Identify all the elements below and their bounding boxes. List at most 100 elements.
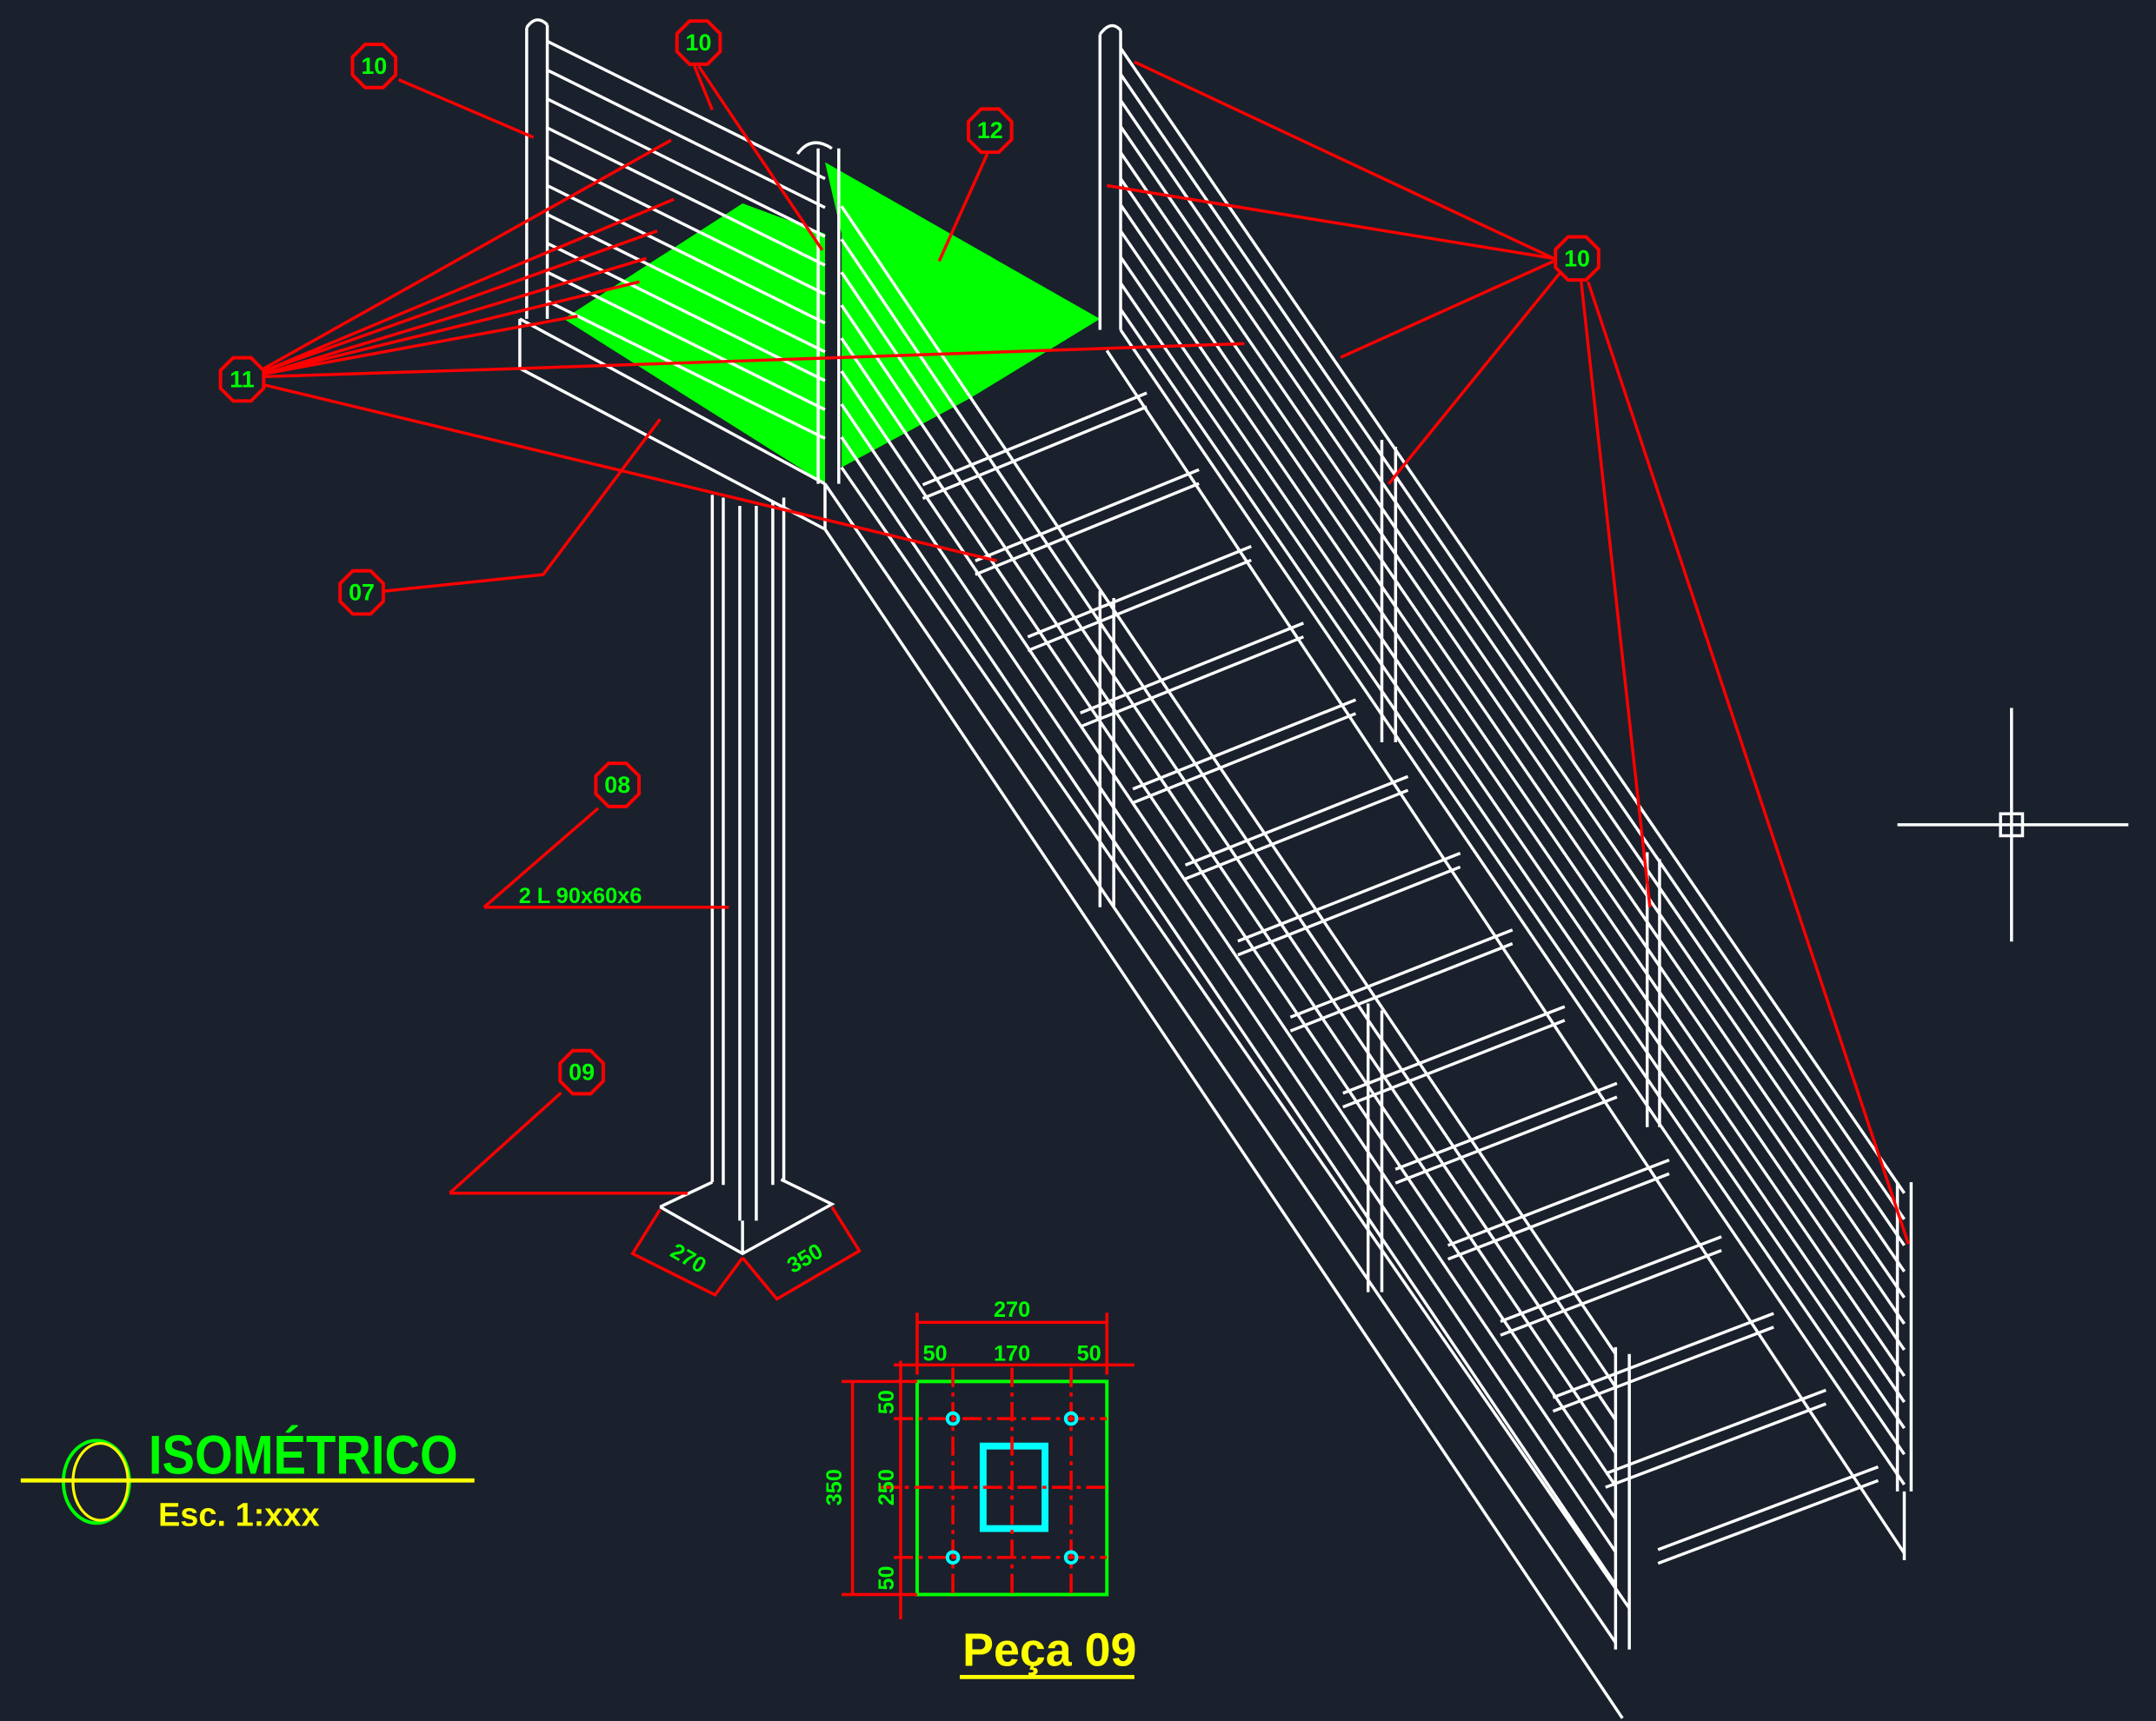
landing-post <box>795 141 841 484</box>
stair-tread <box>1184 774 1409 867</box>
right-side-rail <box>1119 256 1906 1404</box>
plate-height-total: 350 <box>822 1469 847 1505</box>
left-rail-bar <box>546 270 826 411</box>
callout-bubble <box>594 761 642 808</box>
stair-tread-edge <box>1657 1478 1880 1565</box>
landing-hatch-right <box>825 162 1101 468</box>
left-stringer <box>823 528 1624 1719</box>
right-stringer <box>1105 349 1906 1555</box>
callout-number: 12 <box>977 117 1003 143</box>
stair-tread-edge <box>975 482 1200 576</box>
drawing-title: ISOMÉTRICO <box>149 1425 458 1485</box>
plate-width-b: 170 <box>994 1342 1030 1366</box>
stair-tread <box>1237 852 1461 943</box>
stair-tread <box>1605 1388 1827 1475</box>
stair-tread <box>1027 545 1252 639</box>
stair-tread-edge <box>1184 788 1409 880</box>
left-stringer-inner <box>840 466 1631 1610</box>
callout-number: 08 <box>604 772 630 798</box>
plate-width-c: 50 <box>1077 1342 1101 1366</box>
plate-detail: 270 50 170 50 350 50 250 50 <box>822 1298 1135 1619</box>
stair-tread-edge <box>922 405 1148 501</box>
plate-width-a: 50 <box>922 1342 947 1366</box>
left-rail-bar <box>546 299 826 441</box>
stair-tread-edge <box>1605 1402 1827 1489</box>
right-side-rail <box>1119 203 1906 1351</box>
left-rail-bar <box>546 39 826 181</box>
right-side-rail <box>1119 177 1906 1325</box>
left-side-rail <box>840 304 1617 1454</box>
left-rail-bar <box>546 155 826 296</box>
left-side-rail <box>840 370 1617 1520</box>
right-side-rail <box>1119 151 1906 1299</box>
stair-tread-edge <box>1342 1019 1566 1109</box>
right-post <box>1098 23 1122 330</box>
right-side-rail <box>1119 125 1906 1272</box>
stair-tread <box>1552 1312 1774 1399</box>
stair-tread-edge <box>1289 942 1514 1033</box>
support-column <box>710 495 786 1221</box>
stair-tread-edge <box>1237 865 1461 957</box>
stair-tread <box>1289 928 1514 1019</box>
rail-posts <box>1098 440 1913 1650</box>
callout-number: 09 <box>569 1060 595 1086</box>
stair-tread <box>1447 1158 1670 1247</box>
leader-lines <box>263 60 1910 1245</box>
plate-height-c: 50 <box>875 1565 899 1590</box>
callout-bubble <box>1554 235 1600 282</box>
stair-tread-edge <box>1447 1172 1670 1261</box>
callout-bubble <box>218 355 266 403</box>
left-rail-bar <box>546 183 826 325</box>
right-side-rail <box>1119 73 1906 1220</box>
callout-number: 10 <box>686 30 712 56</box>
stair-tread <box>922 391 1148 487</box>
left-stringer <box>823 482 1617 1644</box>
crosshair-cursor[interactable] <box>1897 708 2129 942</box>
stair-tread <box>1394 1081 1618 1171</box>
callout-bubble <box>675 19 722 66</box>
right-side-rail <box>1119 99 1906 1246</box>
stair-tread-edge <box>1027 558 1252 653</box>
detail-title: Peça 09 <box>962 1625 1136 1677</box>
right-side-rail <box>1119 308 1906 1456</box>
right-side-rail <box>1119 282 1906 1430</box>
stair-tread-edge <box>1080 635 1305 728</box>
left-side-rail <box>840 435 1617 1586</box>
stair-tread-edge <box>1552 1326 1774 1413</box>
stair-tread <box>975 468 1200 562</box>
stair <box>823 47 1906 1719</box>
left-rail-bar <box>546 126 826 267</box>
callout-number: 11 <box>230 366 254 392</box>
stair-tread <box>1657 1465 1880 1552</box>
plate-height-b: 250 <box>875 1469 899 1505</box>
left-side-rail <box>840 238 1617 1388</box>
stair-tread-edge <box>1394 1095 1618 1185</box>
left-side-rail <box>840 337 1617 1487</box>
left-railing <box>525 18 826 441</box>
base-dim-lines <box>630 1206 862 1301</box>
plate-width-total: 270 <box>994 1298 1030 1322</box>
right-side-rail <box>1119 229 1906 1378</box>
stair-tread-edge <box>1500 1249 1722 1337</box>
callout-bubble <box>338 568 385 616</box>
callout-number: 10 <box>1564 245 1590 271</box>
landing-edge <box>518 317 827 531</box>
left-rail-bar <box>546 242 826 382</box>
callout-number: 10 <box>361 53 387 79</box>
callout-bubble <box>966 107 1014 155</box>
callout-bubble <box>350 43 398 90</box>
left-side-rail <box>840 271 1617 1421</box>
stair-tread <box>1342 1005 1566 1095</box>
right-side-rail <box>1119 47 1906 1194</box>
plate-height-a: 50 <box>875 1390 899 1414</box>
stair-tread-edge <box>1132 712 1357 805</box>
drawing-scale: Esc. 1:xxx <box>158 1497 320 1533</box>
left-side-rail <box>840 402 1617 1553</box>
profile-note: 2 L 90x60x6 <box>519 884 642 908</box>
left-rail-bar <box>546 213 826 354</box>
stair-tread <box>1080 621 1305 714</box>
callout-number: 07 <box>349 580 375 606</box>
stair-tread <box>1132 698 1357 791</box>
